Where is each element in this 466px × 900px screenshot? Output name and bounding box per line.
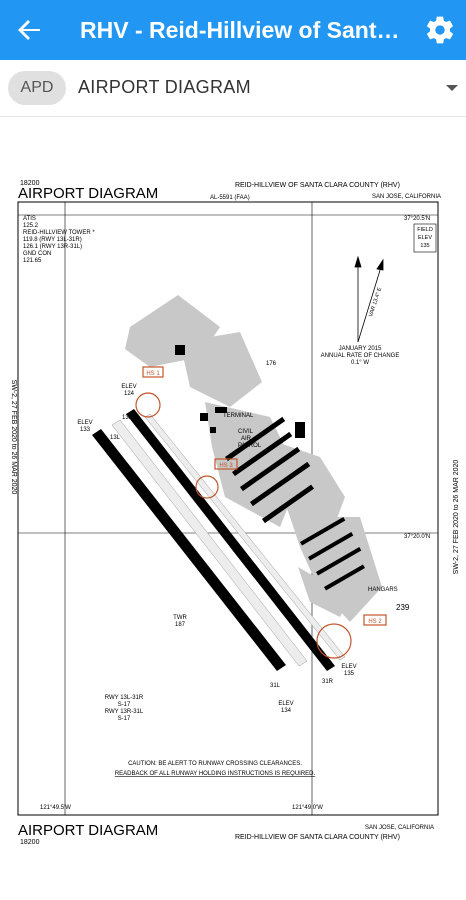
hot-spots: [135, 366, 387, 659]
lat-mid-label: 37°20.0'N: [404, 534, 430, 540]
procedure-selector[interactable]: APD AIRPORT DIAGRAM: [0, 60, 466, 116]
runways: [92, 409, 346, 671]
side-text-right: SW-2, 27 FEB 2020 to 26 MAR 2020: [453, 460, 460, 575]
apron-areas: [125, 295, 382, 622]
svg-text:ELEV: ELEV: [341, 664, 356, 670]
svg-text:121.65: 121.65: [23, 258, 42, 264]
svg-text:PATROL: PATROL: [238, 443, 262, 449]
svg-text:HS 2: HS 2: [368, 619, 382, 625]
caution-note: CAUTION: BE ALERT TO RUNWAY CROSSING CLE…: [115, 761, 316, 777]
side-text-left: SW-2, 27 FEB 2020 to 26 MAR 2020: [10, 380, 17, 495]
svg-text:0.1° W: 0.1° W: [351, 360, 369, 366]
svg-text:TWR: TWR: [173, 615, 187, 621]
gear-icon[interactable]: [424, 14, 456, 46]
svg-text:119.8 (RWY 13L-31R): 119.8 (RWY 13L-31R): [23, 237, 82, 243]
runway-13l-31r: [126, 409, 335, 671]
field-elev-box: [413, 223, 437, 253]
svg-text:13R: 13R: [122, 415, 134, 421]
svg-text:S-17: S-17: [118, 702, 131, 708]
arrow-left-icon[interactable]: [14, 14, 46, 46]
svg-text:CIVIL: CIVIL: [238, 429, 254, 435]
facility-labels: TERMINAL CIVIL AIR PATROL HANGARS 176 23…: [223, 361, 410, 612]
svg-text:31R: 31R: [322, 679, 334, 685]
svg-text:135: 135: [344, 671, 355, 677]
obstacle-176: 176: [266, 361, 277, 367]
taxiway-b: [144, 413, 346, 661]
svg-text:ELEV: ELEV: [77, 420, 92, 426]
runway-end-labels: 13L 13R 31L 31R: [110, 415, 334, 689]
svg-text:135: 135: [420, 243, 429, 249]
svg-text:HS 1: HS 1: [146, 371, 160, 377]
svg-text:HS 3: HS 3: [219, 463, 233, 469]
svg-text:FIELD: FIELD: [417, 227, 433, 233]
svg-text:GND CON: GND CON: [23, 251, 51, 257]
svg-text:133: 133: [80, 427, 91, 433]
chart-title: AIRPORT DIAGRAM: [18, 185, 158, 202]
page-title: RHV - Reid-Hillview of Santa Clara Count…: [80, 17, 400, 43]
svg-text:S-17: S-17: [118, 716, 131, 722]
runway-13r-31l: [92, 429, 286, 671]
airport-name: REID-HILLVIEW OF SANTA CLARA COUNTY (RHV…: [235, 182, 400, 189]
app-bar: RHV - Reid-Hillview of Santa Clara Count…: [0, 0, 466, 60]
svg-text:ELEV: ELEV: [121, 384, 136, 390]
dropdown-caret-icon[interactable]: [446, 85, 458, 91]
svg-text:125.2: 125.2: [23, 223, 39, 229]
hangar-rows: [175, 345, 365, 591]
svg-text:READBACK OF ALL RUNWAY HOLDING: READBACK OF ALL RUNWAY HOLDING INSTRUCTI…: [115, 771, 316, 777]
lon-right-label: 121°49.0'W: [292, 805, 323, 811]
airport-name-bottom: REID-HILLVIEW OF SANTA CLARA COUNTY (RHV…: [235, 834, 400, 841]
airport-elev: AL-5591 (FAA): [210, 195, 250, 201]
chart-code-bottom: 18200: [20, 839, 40, 846]
svg-text:ANNUAL RATE OF CHANGE: ANNUAL RATE OF CHANGE: [321, 353, 400, 359]
svg-text:CAUTION: BE ALERT TO RUNWAY CR: CAUTION: BE ALERT TO RUNWAY CROSSING CLE…: [128, 761, 302, 767]
tower-label: TWR 187: [173, 615, 187, 628]
svg-text:AIR: AIR: [241, 436, 252, 442]
lon-left-label: 121°49.5'W: [40, 805, 71, 811]
divider: [0, 116, 466, 117]
svg-text:ELEV: ELEV: [278, 701, 293, 707]
svg-text:31L: 31L: [270, 683, 281, 689]
chart-frame: [17, 201, 439, 816]
svg-text:RWY 13R-31L: RWY 13R-31L: [105, 709, 144, 715]
elevation-labels: ELEV 124 ELEV 133 ELEV 135 ELEV 134: [77, 384, 356, 714]
chart-code: 18200: [20, 180, 40, 187]
field-elev: FIELD ELEV 135: [417, 227, 433, 249]
procedure-name[interactable]: AIRPORT DIAGRAM: [78, 77, 251, 97]
north-arrow: [354, 255, 384, 343]
obstacle-239: 239: [396, 603, 410, 612]
city: SAN JOSE, CALIFORNIA: [372, 194, 441, 200]
terminal-label: TERMINAL: [223, 413, 254, 419]
city-bottom: SAN JOSE, CALIFORNIA: [365, 825, 434, 831]
chart-title-bottom: AIRPORT DIAGRAM: [18, 822, 158, 839]
svg-text:RWY 13L-31R: RWY 13L-31R: [105, 695, 144, 701]
procedure-type-chip[interactable]: APD: [8, 71, 66, 105]
taxiway-a: [111, 419, 308, 667]
svg-text:REID-HILLVIEW TOWER *: REID-HILLVIEW TOWER *: [23, 230, 95, 236]
hangars-label: HANGARS: [368, 587, 398, 593]
magvar-note: JANUARY 2015 ANNUAL RATE OF CHANGE 0.1° …: [321, 346, 400, 366]
airport-diagram: 18200 AIRPORT DIAGRAM REID-HILLVIEW OF S…: [10, 180, 460, 846]
hot-spot-labels: HS 1 HS 3 HS 2: [146, 371, 382, 625]
svg-text:126.1 (RWY 13R-31L): 126.1 (RWY 13R-31L): [23, 244, 82, 250]
runway-strength-notes: RWY 13L-31R S-17 RWY 13R-31L S-17: [105, 695, 144, 722]
lat-top-label: 37°20.5'N: [404, 216, 430, 222]
frequency-list: ATIS 125.2 REID-HILLVIEW TOWER * 119.8 (…: [23, 216, 95, 264]
svg-text:187: 187: [175, 622, 186, 628]
svg-text:ATIS: ATIS: [23, 216, 36, 222]
svg-text:13L: 13L: [110, 435, 121, 441]
svg-text:JANUARY 2015: JANUARY 2015: [339, 346, 382, 352]
svg-text:134: 134: [281, 708, 292, 714]
svg-text:124: 124: [124, 391, 135, 397]
svg-text:ELEV: ELEV: [418, 235, 432, 241]
